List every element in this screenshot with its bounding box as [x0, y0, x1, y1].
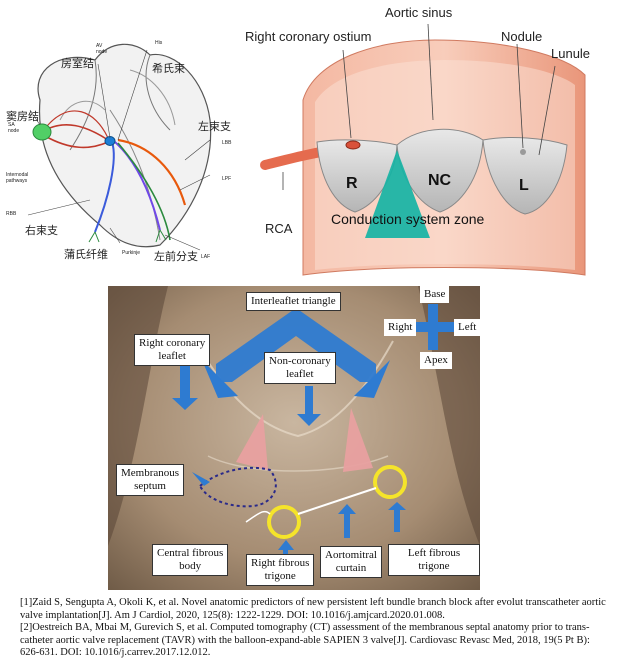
references: [1]Zaid S, Sengupta A, Okoli K, et al. N… [20, 597, 610, 660]
interleaflet-triangle-label: Interleaflet triangle [246, 292, 341, 311]
left-direction-label: Left [454, 319, 481, 336]
right-direction-label: Right [384, 319, 417, 336]
zh-av-node-label: 房室结 [61, 58, 94, 70]
surgical-view-photo: Interleaflet triangle Base Right Left Ap… [108, 286, 481, 590]
left-fibrous-trigone-label: Left fibrous trigone [388, 544, 480, 576]
right-fibrous-trigone-ring [267, 505, 301, 539]
zh-sa-node-label: 窦房结 [6, 111, 39, 123]
his-label-small: His [155, 40, 163, 46]
conduction-zone-triangle [365, 150, 430, 238]
zh-laf-label: 左前分支 [154, 251, 198, 263]
cusp-nc-label: NC [428, 172, 452, 189]
right-coronary-ostium-shape [345, 140, 361, 150]
lpf-label: LPF [222, 176, 232, 182]
apex-label: Apex [420, 352, 452, 369]
aortic-root-diagram: Right coronary ostium Aortic sinus Nodul… [245, 0, 617, 280]
conduction-zone-label: Conduction system zone [331, 211, 485, 227]
left-interleaflet-triangle [236, 414, 268, 470]
zh-rbb-label: 右束支 [25, 225, 58, 237]
aortic-root-illustration [260, 23, 586, 276]
sa-node-shape [32, 123, 52, 141]
laf-label: LAF [201, 254, 211, 260]
zh-lbb-label: 左束支 [198, 121, 231, 133]
purkinje-label: Purkinje [122, 250, 141, 256]
reference-2: [2]Oestreich BA, Mbai M, Gurevich S, et … [20, 622, 590, 659]
cusp-r-label: R [346, 175, 358, 192]
interleaflet-v-arrow [216, 308, 376, 382]
reference-1: [1]Zaid S, Sengupta A, Okoli K, et al. N… [20, 597, 606, 621]
zh-purkinje-label: 蒲氏纤维 [64, 249, 108, 261]
rca-label: RCA [265, 221, 293, 236]
right-coronary-ostium-label: Right coronary ostium [245, 29, 372, 44]
lbb-label: LBB [222, 140, 232, 146]
aortic-sinus-label: Aortic sinus [385, 5, 453, 20]
left-fibrous-trigone-ring [373, 465, 407, 499]
nodule-label: Nodule [501, 29, 543, 44]
direction-cross [410, 304, 456, 350]
lunule-label: Lunule [551, 46, 591, 61]
base-label: Base [420, 286, 450, 303]
cusp-l-label: L [519, 177, 529, 194]
rbb-label: RBB [6, 211, 17, 217]
zh-his-bundle-label: 希氏束 [152, 63, 185, 75]
right-interleaflet-triangle [343, 408, 373, 472]
heart-illustration [27, 43, 212, 251]
